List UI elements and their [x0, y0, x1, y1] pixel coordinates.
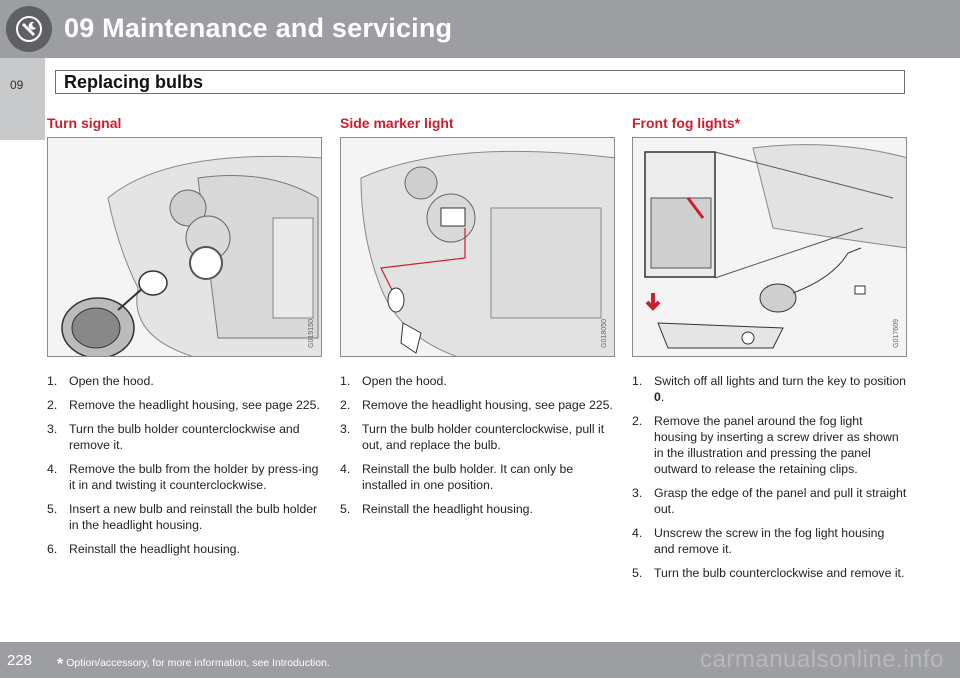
list-item: 5.Reinstall the headlight housing.	[340, 502, 533, 516]
list-item: 4.Remove the bulb from the holder by pre…	[47, 462, 319, 492]
footnote-text: Option/accessory, for more information, …	[66, 657, 330, 669]
fog-lights-heading: Front fog lights*	[632, 115, 741, 131]
list-item: 5.Turn the bulb counterclockwise and rem…	[632, 566, 905, 580]
section-header: Replacing bulbs	[55, 70, 905, 94]
page-footer: 228 *Option/accessory, for more informat…	[0, 642, 960, 678]
list-item: 3.Grasp the edge of the panel and pull i…	[632, 486, 907, 516]
section-title: Replacing bulbs	[64, 72, 204, 92]
turn-signal-heading: Turn signal	[47, 115, 122, 131]
turn-signal-illustration: G019150	[47, 137, 322, 357]
list-item: 1.Switch off all lights and turn the key…	[632, 374, 907, 404]
watermark: carmanualsonline.info	[700, 646, 944, 673]
list-item: 2.Remove the headlight housing, see page…	[47, 398, 320, 412]
chapter-side-tab[interactable]	[0, 58, 45, 140]
list-item: 5.Insert a new bulb and reinstall the bu…	[47, 502, 318, 532]
list-item: 2.Remove the headlight housing, see page…	[340, 398, 613, 412]
list-item: 1.Open the hood.	[340, 374, 447, 388]
side-marker-steps: 1.Open the hood. 2.Remove the headlight …	[340, 373, 615, 517]
chapter-header: 09 Maintenance and servicing	[0, 0, 960, 58]
fog-lights-column: Front fog lights* G017609 1.Switch off a…	[632, 115, 907, 589]
list-item: 3.Turn the bulb holder counterclockwise,…	[340, 422, 605, 452]
page-number: 228	[7, 652, 33, 669]
turn-signal-column: Turn signal G019150 1.Open the hood. 2.R…	[47, 115, 322, 565]
figure-code: G018050	[601, 319, 608, 348]
chapter-tab-label: 09	[10, 78, 24, 92]
wrench-icon	[6, 6, 52, 52]
list-item: 1.Open the hood.	[47, 374, 154, 388]
list-item: 3.Turn the bulb holder counterclockwise …	[47, 422, 300, 452]
footnote-star: *	[57, 656, 64, 673]
figure-code: G019150	[308, 319, 315, 348]
list-item: 4.Unscrew the screw in the fog light hou…	[632, 526, 885, 556]
list-item: 2.Remove the panel around the fog light …	[632, 414, 899, 476]
chapter-title: 09 Maintenance and servicing	[64, 13, 453, 43]
side-marker-illustration: G018050	[340, 137, 615, 357]
turn-signal-steps: 1.Open the hood. 2.Remove the headlight …	[47, 373, 322, 557]
side-marker-heading: Side marker light	[340, 115, 454, 131]
side-marker-column: Side marker light G018050 1.Open the hoo…	[340, 115, 615, 525]
fog-lights-steps: 1.Switch off all lights and turn the key…	[632, 373, 907, 581]
list-item: 6.Reinstall the headlight housing.	[47, 542, 240, 556]
list-item: 4.Reinstall the bulb holder. It can only…	[340, 462, 574, 492]
footnote: *Option/accessory, for more information,…	[57, 656, 330, 674]
fog-lights-illustration: G017609	[632, 137, 907, 357]
figure-code: G017609	[893, 319, 900, 348]
